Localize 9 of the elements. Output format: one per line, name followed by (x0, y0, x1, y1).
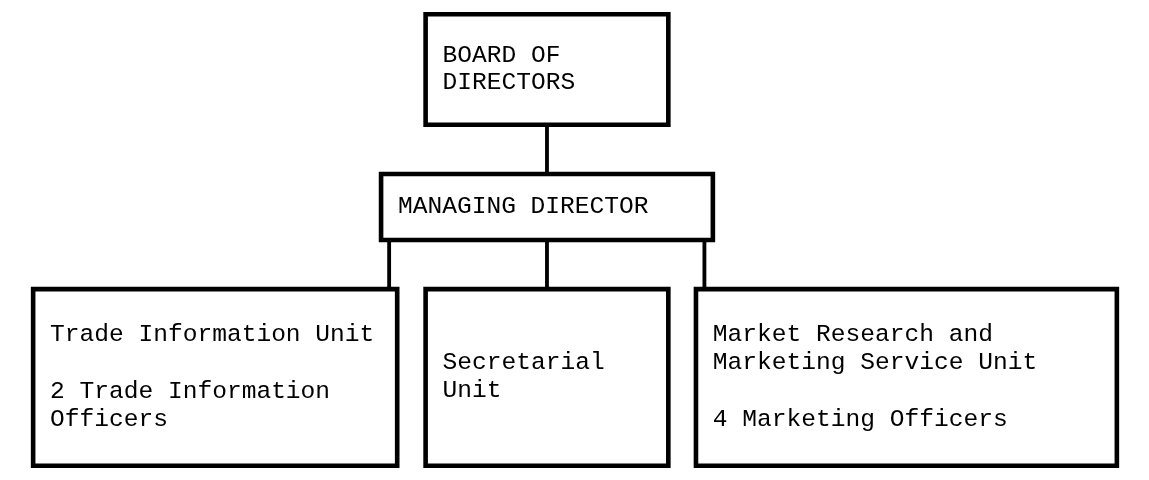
connector (386, 240, 391, 290)
connector (702, 240, 706, 290)
node-box: Trade Information Unit 2 Trade Information Officers (30, 286, 399, 469)
connector (544, 240, 549, 290)
node-box: Secretarial Unit (422, 286, 671, 469)
node-box: BOARD OF DIRECTORS (422, 11, 671, 128)
connector (544, 125, 549, 174)
node-box: MANAGING DIRECTOR (378, 171, 715, 243)
node-box: Market Research and Marketing Service Unit 4 Marketing Officers (693, 286, 1119, 469)
